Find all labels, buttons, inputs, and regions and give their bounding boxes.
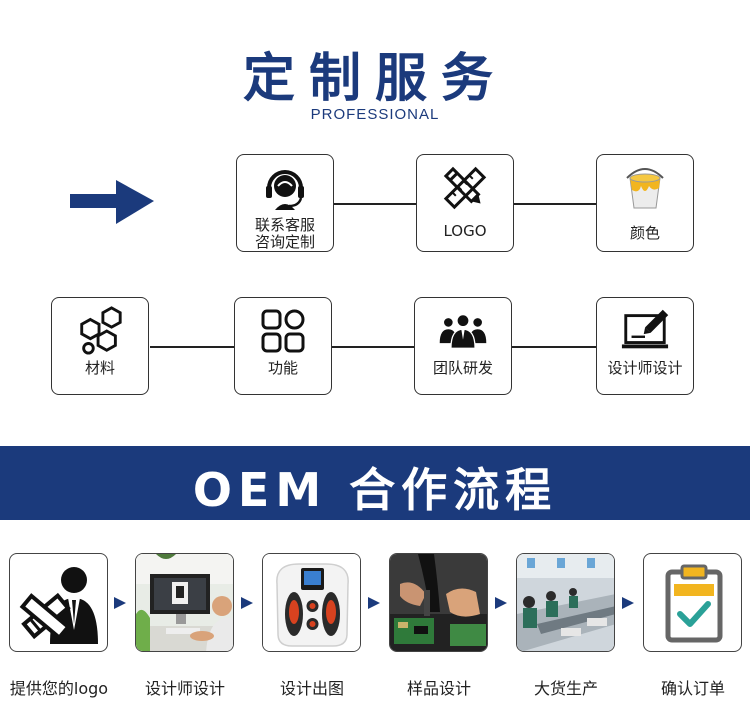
service-box-team: 团队研发 — [414, 297, 512, 395]
service-label: 功能 — [267, 359, 298, 377]
process-arrow-icon — [495, 597, 507, 609]
team-icon — [438, 306, 488, 356]
connector-line — [514, 203, 596, 205]
service-label: LOGO — [443, 222, 487, 240]
service-label: 联系客服 咨询定制 — [254, 216, 315, 251]
oem-banner — [0, 446, 750, 520]
circuit-board-photo — [390, 554, 487, 651]
process-arrow-icon — [368, 597, 380, 609]
process-card-sample — [389, 553, 488, 652]
process-label: 大货生产 — [533, 679, 598, 698]
service-box-contact: 联系客服 咨询定制 — [236, 154, 334, 252]
process-arrow-icon — [114, 597, 126, 609]
connector-line — [512, 346, 596, 348]
foot-massager-photo — [263, 554, 360, 651]
connector-line — [150, 346, 234, 348]
factory-line-photo — [517, 554, 614, 651]
process-card-render — [262, 553, 361, 652]
process-label: 提供您的logo — [9, 679, 109, 698]
pencil-ruler-icon — [440, 163, 490, 213]
service-label: 设计师设计 — [607, 359, 683, 377]
process-card-production — [516, 553, 615, 652]
process-label: 确认订单 — [660, 679, 725, 698]
process-card-logo — [9, 553, 108, 652]
arrow-right-icon — [70, 180, 154, 224]
process-label: 设计师设计 — [144, 679, 225, 698]
oem-banner-title: OEM 合作流程 — [192, 463, 558, 517]
process-card-confirm — [643, 553, 742, 652]
service-box-material: 材料 — [51, 297, 149, 395]
headset-icon — [260, 163, 310, 213]
designer-photo — [136, 554, 233, 651]
clipboard-check-icon — [665, 564, 723, 643]
grid-icon — [258, 306, 308, 356]
page-title: 定制服务 — [242, 49, 507, 109]
service-box-color: 颜色 — [596, 154, 694, 252]
connector-line — [334, 203, 416, 205]
service-box-logo: LOGO — [416, 154, 514, 252]
process-label: 设计出图 — [279, 679, 344, 698]
service-box-designer: 设计师设计 — [596, 297, 694, 395]
service-label: 材料 — [84, 359, 115, 377]
process-label: 样品设计 — [406, 679, 471, 698]
laptop-edit-icon — [620, 306, 670, 356]
businessman-pencil-icon — [19, 567, 98, 644]
process-arrow-icon — [622, 597, 634, 609]
process-arrow-icon — [241, 597, 253, 609]
hexagons-icon — [75, 306, 125, 356]
connector-line — [332, 346, 414, 348]
service-label: 颜色 — [629, 224, 660, 242]
page-subtitle: PROFESSIONAL — [310, 106, 440, 123]
service-label: 团队研发 — [432, 359, 493, 377]
paint-bucket-icon — [620, 163, 670, 213]
process-card-designer — [135, 553, 234, 652]
service-box-function: 功能 — [234, 297, 332, 395]
